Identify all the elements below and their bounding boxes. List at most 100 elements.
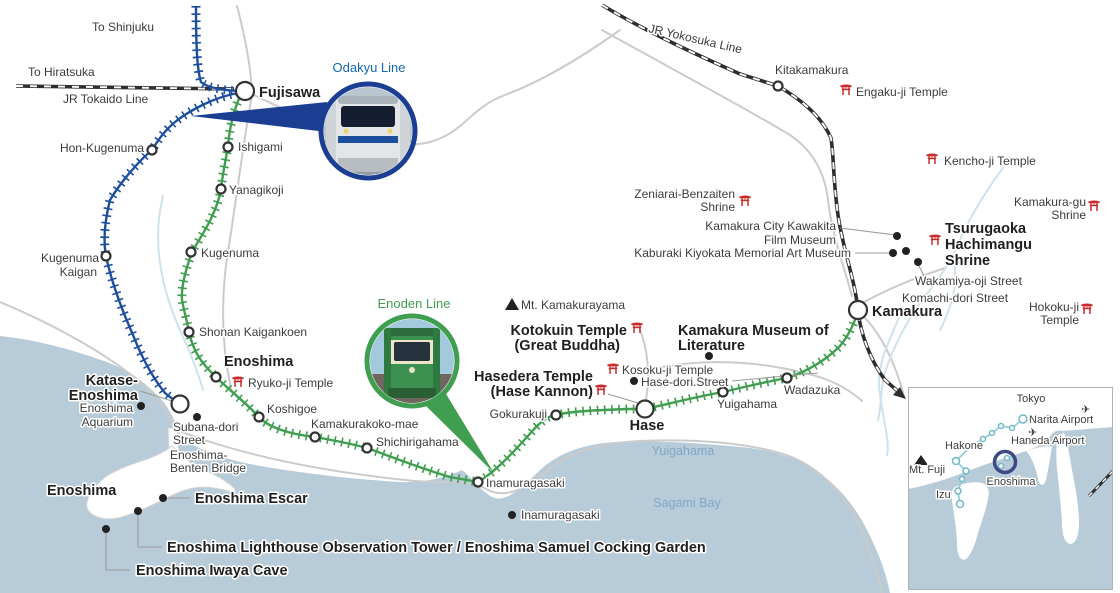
torii-icon-hokokuji: [1081, 303, 1093, 314]
place-label-benten-2: Benten Bridge: [170, 461, 246, 475]
dot-kaburaki-2: [902, 247, 910, 255]
inset-mt-fuji-icon: [914, 455, 928, 465]
torii-icon-hasedera: [595, 384, 607, 395]
place-label-subana-1: Subana-dori: [173, 420, 238, 434]
dot-museum-of-literature: [705, 352, 713, 360]
place-label-kotokuin-2: (Great Buddha): [514, 338, 620, 354]
enoden-callout-pointer: [421, 389, 494, 473]
inset-border: [908, 387, 1113, 590]
station-label-enoshima: Enoshima: [224, 354, 294, 370]
place-label-hasedera-2: (Hase Kannon): [491, 384, 593, 400]
torii-icon-kenchoji: [926, 153, 938, 164]
station-marker-kitakamakura: [772, 80, 784, 92]
place-label-hokokuji-2: Temple: [1040, 313, 1079, 327]
place-label-wakamiya: Wakamiya-oji Street: [915, 274, 1023, 288]
inset-label-enoshima: Enoshima: [987, 476, 1037, 488]
station-marker-gokurakuji: [550, 409, 562, 421]
dot-wakamiya: [914, 258, 922, 266]
place-label-kotokuin-1: Kotokuin Temple: [510, 323, 627, 339]
place-label-kamakuragu-1: Kamakura-gu: [1014, 195, 1086, 209]
station-label-shichirigahama: Shichirigahama: [376, 435, 459, 449]
inset-label-izu: Izu: [936, 489, 951, 501]
inset-label-narita: Narita Airport: [1029, 414, 1093, 426]
station-marker-ishigami: [222, 141, 234, 153]
station-label-koshigoe: Koshigoe: [267, 402, 317, 416]
place-label-kosokuji: Kosoku-ji Temple: [622, 363, 713, 377]
enoden-line-label: Enoden Line: [377, 296, 450, 311]
enoden-line: [177, 94, 863, 487]
place-label-iwaya: Enoshima Iwaya Cave: [136, 563, 288, 579]
to-shinjuku-label: To Shinjuku: [92, 20, 154, 34]
station-label-kamakura: Kamakura: [872, 304, 943, 320]
place-label-engakuji: Engaku-ji Temple: [856, 85, 948, 99]
leader-lines: [105, 227, 925, 571]
place-label-film-2: Film Museum: [764, 233, 836, 247]
station-label-fujisawa: Fujisawa: [259, 85, 321, 101]
rivers: [157, 167, 1004, 456]
mountain-icon-kamakurayama: [505, 298, 519, 310]
station-marker-koshigoe: [253, 411, 265, 423]
station-marker-shichirigahama: [361, 442, 373, 454]
sea: [0, 336, 890, 593]
place-label-zeniarai-2: Shrine: [700, 200, 735, 214]
place-label-hasedori: Hase-dori.Street: [641, 375, 729, 389]
inset-shinkansen-line: [1087, 469, 1113, 498]
station-marker-shonan-kaigankoen: [183, 326, 195, 338]
place-label-zeniarai-1: Zeniarai-Benzaiten: [634, 187, 735, 201]
station-marker-kamakurakoko-mae: [309, 431, 321, 443]
sea-label-yuigahama: Yuigahama: [652, 444, 715, 458]
station-label-kugenuma-kaigan-1: Kugenuma: [41, 251, 99, 265]
station-marker-yuigahama: [717, 386, 729, 398]
station-label-shonan-kaigankoen: Shonan Kaigankoen: [199, 325, 307, 339]
station-marker-hon-kugenuma: [146, 144, 158, 156]
station-marker-kamakura: [847, 299, 869, 321]
place-label-kenchoji: Kencho-ji Temple: [944, 154, 1036, 168]
station-marker-enoshima: [210, 371, 222, 383]
place-label-enoshima-island: Enoshima: [47, 483, 117, 499]
station-label-hon-kugenuma: Hon-Kugenuma: [60, 141, 144, 155]
odakyu-callout-pointer: [191, 102, 327, 132]
station-label-kugenuma-kaigan-2: Kaigan: [60, 265, 97, 279]
place-label-hokokuji-1: Hokoku-ji: [1029, 300, 1079, 314]
inset-miura-peninsula: [1026, 446, 1052, 485]
dot-film-museum: [893, 232, 901, 240]
place-label-kamakuragu-2: Shrine: [1051, 208, 1086, 222]
station-label-hase: Hase: [630, 418, 665, 434]
dot-hase-dori: [630, 377, 638, 385]
odakyu-line: [100, 5, 239, 409]
place-label-lighthouse: Enoshima Lighthouse Observation Tower / …: [167, 540, 706, 556]
torii-icon-kamakura-gu: [1088, 200, 1100, 211]
enoshima-island: [86, 427, 236, 520]
station-label-katase-2: Enoshima: [69, 388, 139, 404]
inset-label-fuji: Mt. Fuji: [909, 464, 945, 476]
sea-label-sagami-bay: Sagami Bay: [653, 496, 721, 510]
dot-iwaya-cave: [102, 525, 110, 533]
station-marker-kugenuma-kaigan: [100, 250, 112, 262]
station-label-wadazuka: Wadazuka: [784, 383, 841, 397]
place-label-escar: Enoshima Escar: [195, 491, 308, 507]
inset-haneda-plane-icon: ✈: [1028, 427, 1037, 439]
place-label-hasedera-1: Hasedera Temple: [474, 369, 593, 385]
inset-boso-peninsula: [1056, 433, 1079, 544]
torii-icon-engakuji: [840, 84, 852, 95]
station-marker-kugenuma: [185, 246, 197, 258]
place-label-inamuragasaki-cape: Inamuragasaki: [521, 508, 600, 522]
place-label-subana-2: Street: [173, 433, 206, 447]
station-markers: [100, 80, 869, 488]
place-label-benten-1: Enoshima-: [170, 448, 227, 462]
enoden-train-photo: [370, 319, 454, 403]
place-label-tsurugaoka-2: Hachimangu: [945, 237, 1032, 253]
jr-yokosuka-line: [601, 3, 906, 399]
dot-kaburaki-museum: [889, 249, 897, 257]
torii-icon-tsurugaoka: [929, 234, 941, 245]
inset-route-stops: [951, 414, 1028, 509]
odakyu-line-label: Odakyu Line: [333, 60, 406, 75]
place-label-museum-2: Literature: [678, 338, 745, 354]
place-label-ryukoji: Ryuko-ji Temple: [248, 376, 333, 390]
torii-icon-zeniarai: [739, 195, 751, 206]
station-label-kugenuma: Kugenuma: [201, 246, 259, 260]
place-label-komachi: Komachi-dori Street: [902, 291, 1009, 305]
station-label-yuigahama: Yuigahama: [717, 397, 777, 411]
inset-label-haneda: Haneda Airport: [1011, 435, 1084, 447]
